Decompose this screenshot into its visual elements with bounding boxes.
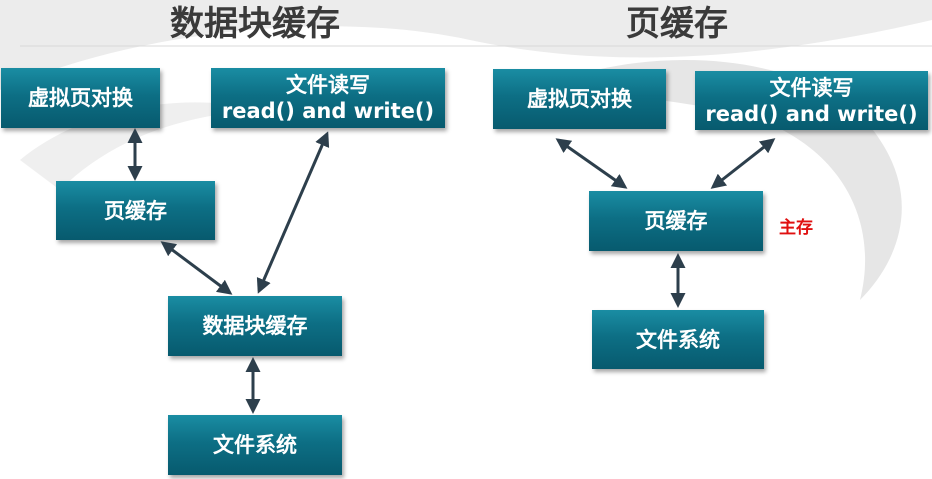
right-file-system-box: 文件系统 [592, 310, 764, 369]
right-page-cache-label: 页缓存 [644, 209, 708, 233]
left-page-cache-label: 页缓存 [104, 198, 167, 223]
left-file-system-box: 文件系统 [168, 415, 342, 475]
right-page-cache-box: 页缓存 [589, 191, 763, 251]
left-block-cache-box: 数据块缓存 [168, 296, 342, 356]
left-page-cache-box: 页缓存 [56, 181, 215, 240]
right-virtual-page-swap-label: 虚拟页对换 [527, 87, 632, 111]
title-block-cache: 数据块缓存 [170, 4, 340, 44]
title-page-cache: 页缓存 [626, 4, 728, 44]
left-virtual-page-swap-box: 虚拟页对换 [1, 68, 160, 128]
left-file-system-label: 文件系统 [213, 433, 297, 457]
left-file-rw-label-line2: read() and write() [221, 99, 435, 123]
left-block-cache-label: 数据块缓存 [202, 314, 308, 338]
main-memory-note: 主存 [779, 218, 813, 238]
left-file-rw-box: 文件读写 read() and write() [211, 68, 445, 128]
right-file-rw-label-line1: 文件读写 [769, 75, 854, 100]
right-file-system-label: 文件系统 [636, 327, 720, 352]
right-virtual-page-swap-box: 虚拟页对换 [493, 69, 666, 129]
right-file-rw-label-line2: read() and write() [705, 101, 918, 126]
left-file-rw-label-line1: 文件读写 [286, 73, 370, 97]
left-virtual-page-swap-label: 虚拟页对换 [28, 86, 133, 110]
right-file-rw-box: 文件读写 read() and write() [695, 71, 928, 130]
